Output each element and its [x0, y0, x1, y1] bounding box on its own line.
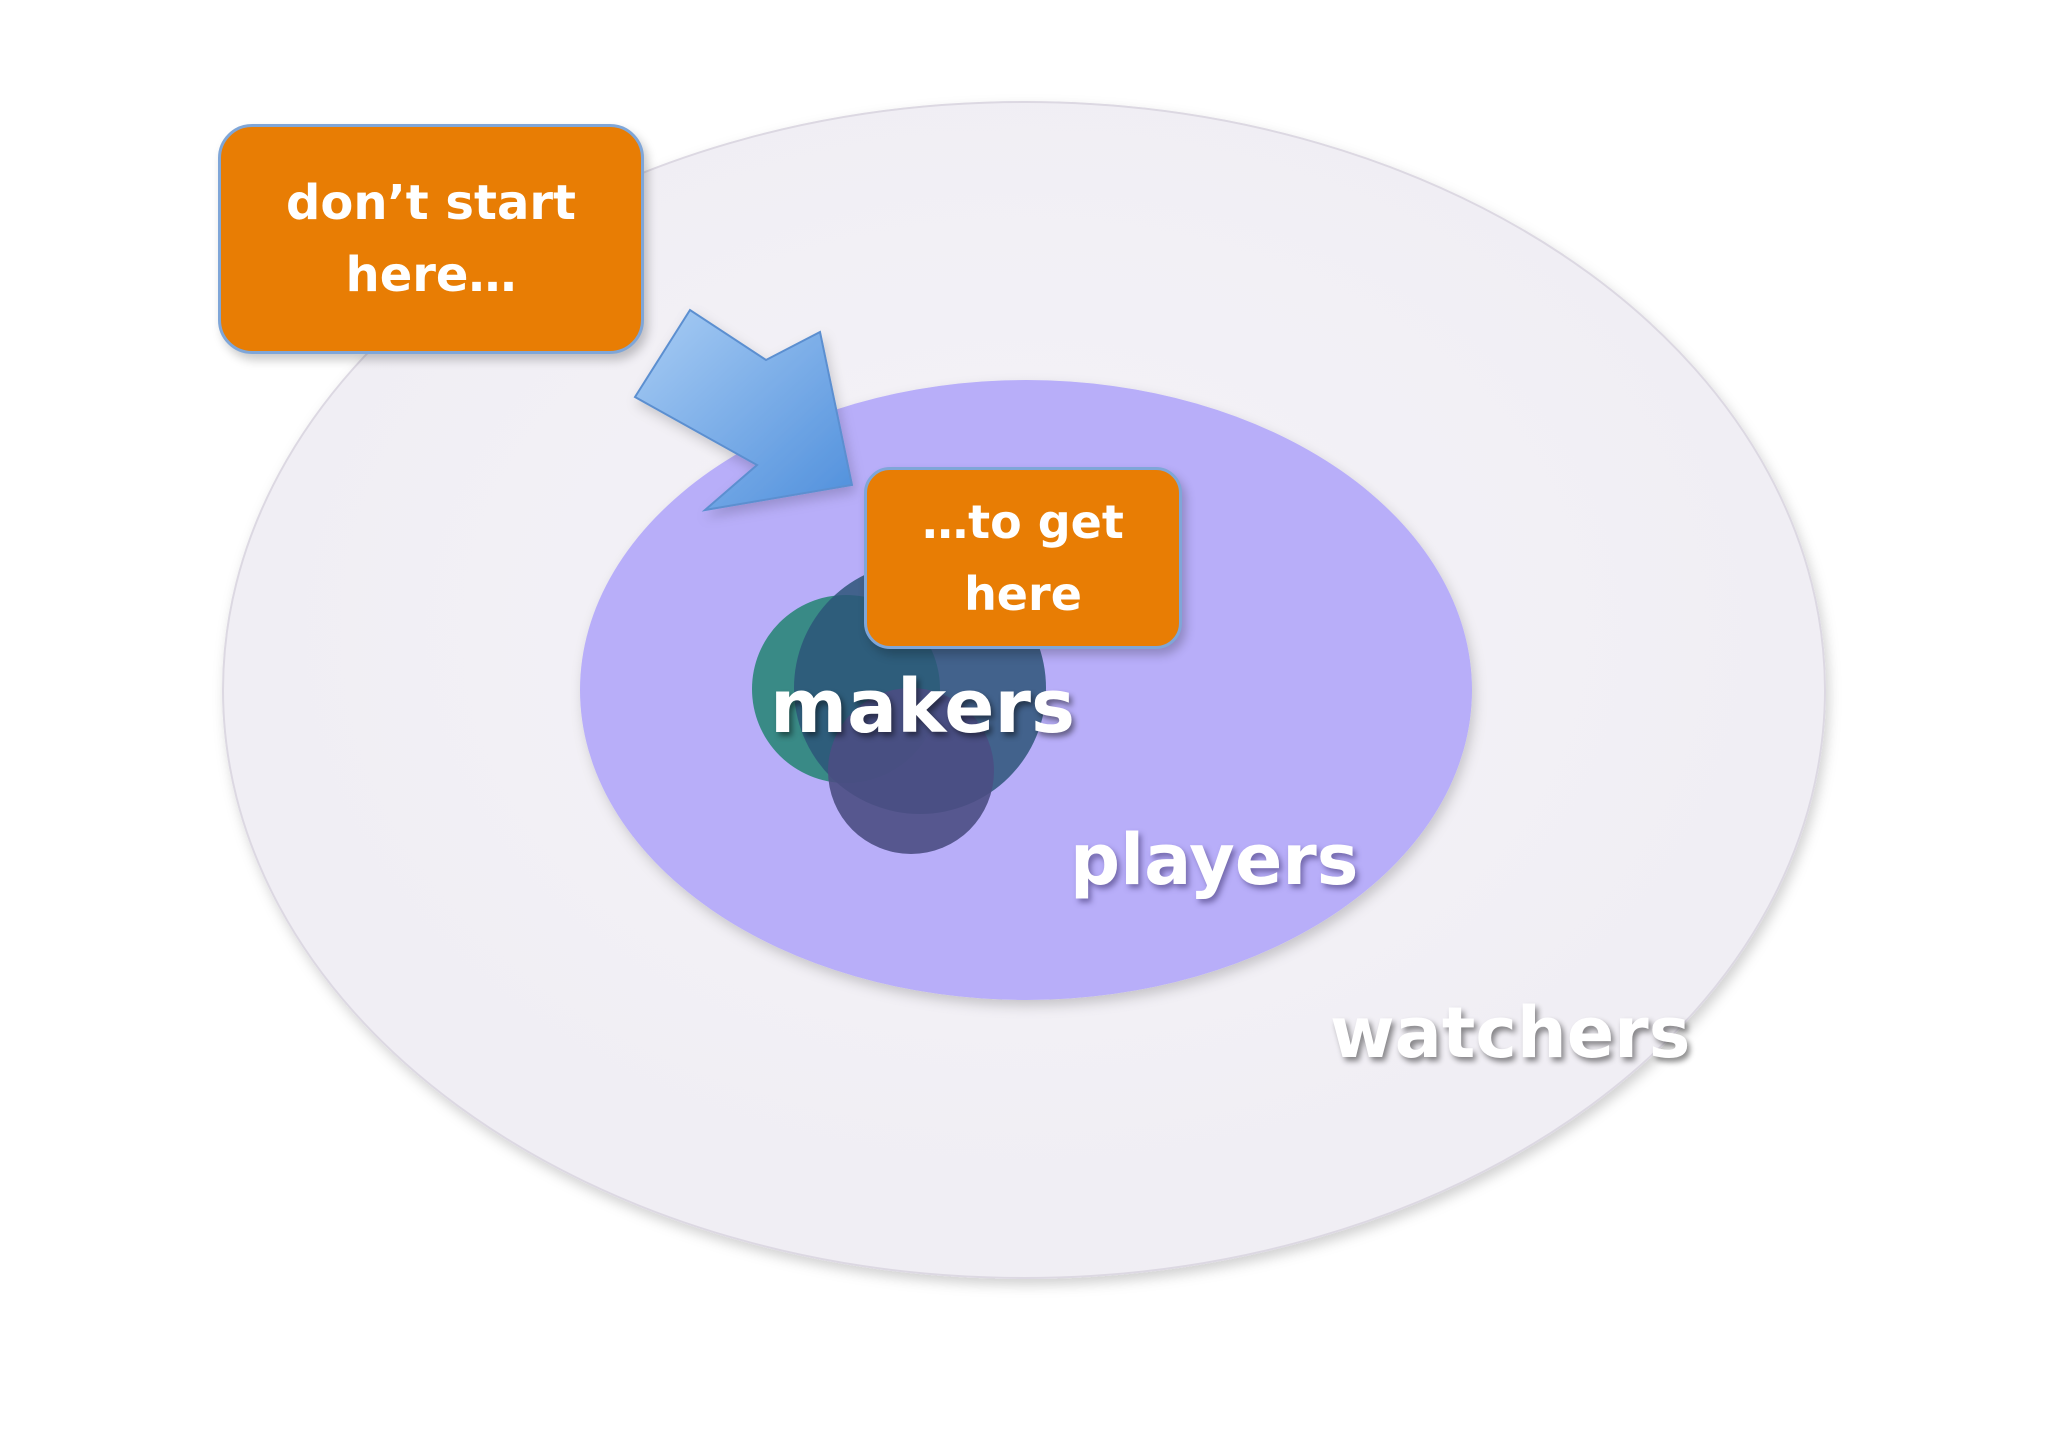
makers-circle-purple	[828, 688, 994, 854]
players-label: players	[1070, 819, 1359, 901]
callout-start-line1: don’t start	[286, 175, 576, 231]
watchers-label: watchers	[1330, 992, 1691, 1074]
makers-label: makers	[770, 664, 1075, 750]
callout-target-line1: …to get	[922, 495, 1124, 549]
arrow-icon	[633, 308, 854, 512]
callout-target-line2: here	[964, 567, 1082, 621]
callout-start-line2: here…	[345, 247, 517, 303]
callout-dont-start-here: don’t start here…	[218, 124, 644, 354]
callout-to-get-here: …to get here	[864, 467, 1182, 649]
